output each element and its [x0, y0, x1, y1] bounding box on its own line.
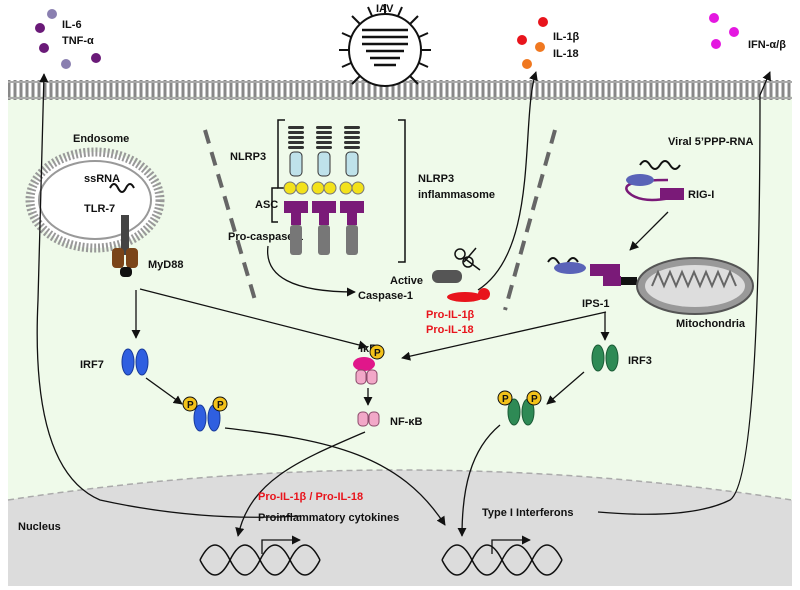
tlr7-label: TLR-7 — [84, 203, 115, 215]
il1b-label: IL-1β — [553, 31, 580, 43]
irf7-phospho-icon — [182, 396, 228, 432]
nlrp3-inflammasome-icon — [283, 126, 365, 255]
plasma-membrane — [8, 80, 792, 100]
irf3-phospho-icon — [497, 390, 542, 426]
nlrp3-label: NLRP3 — [230, 151, 266, 163]
ifn-molecules — [709, 13, 739, 49]
procaspase-label: Pro-caspase-1 — [228, 231, 303, 243]
dna-right-icon — [441, 544, 563, 576]
endosome-title: Endosome — [73, 133, 129, 145]
svg-text:P: P — [217, 400, 224, 411]
il1-il18-molecules — [517, 17, 548, 69]
il6-tnf-molecules — [35, 9, 101, 69]
ips1-complex-icon — [554, 262, 637, 286]
svg-text:P: P — [187, 400, 194, 411]
type1-ifn-label: Type I Interferons — [482, 507, 573, 519]
rig-i-label: RIG-I — [688, 189, 714, 201]
irf7-icon — [121, 348, 149, 376]
proinflammatory-label: Proinflammatory cytokines — [258, 512, 399, 524]
asc-label: ASC — [255, 199, 278, 211]
nucleus — [8, 470, 792, 586]
pro-il18-label: Pro-IL-18 — [426, 324, 474, 336]
svg-text:P: P — [502, 394, 509, 405]
pro-cytokines-label: Pro-IL-1β / Pro-IL-18 — [258, 491, 363, 503]
scissors-icon — [454, 247, 481, 271]
svg-text:P: P — [531, 394, 538, 405]
irf3-icon — [591, 344, 619, 372]
virus-label: IAV — [376, 3, 394, 15]
dna-left-icon — [199, 544, 321, 576]
ips1-label: IPS-1 — [582, 298, 610, 310]
viral-rna-label: Viral 5’PPP-RNA — [668, 136, 753, 148]
endosome-icon — [25, 147, 165, 253]
svg-text:P: P — [374, 348, 381, 359]
mitochondria-icon — [636, 257, 754, 315]
active-caspase-label-2: Caspase-1 — [358, 290, 413, 302]
tnf-label: TNF-α — [62, 35, 94, 47]
irf7-label: IRF7 — [80, 359, 104, 371]
pro-il1b-label: Pro-IL-1β — [426, 309, 475, 321]
nfkb-label: NF-κB — [390, 416, 422, 428]
il6-label: IL-6 — [62, 19, 82, 31]
pro-il1-substrate-icon — [447, 288, 490, 302]
inflammasome-label-1: NLRP3 — [418, 173, 454, 185]
inflammasome-label-2: inflammasome — [418, 189, 495, 201]
ssrna-label: ssRNA — [84, 173, 120, 185]
active-caspase-label-1: Active — [390, 275, 423, 287]
virus-icon — [339, 4, 431, 87]
mitochondria-label: Mitochondria — [676, 318, 746, 330]
ikb-complex-icon — [353, 344, 385, 385]
il18-label: IL-18 — [553, 48, 579, 60]
irf3-label: IRF3 — [628, 355, 652, 367]
myd88-icon — [112, 248, 138, 277]
active-caspase-icon — [432, 270, 462, 283]
nfkb-icon — [357, 411, 380, 427]
nucleus-label: Nucleus — [18, 521, 61, 533]
tlr7-receptor — [121, 215, 129, 255]
rig-i-icon — [625, 174, 684, 202]
myd88-label: MyD88 — [148, 259, 183, 271]
ifn-label: IFN-α/β — [748, 39, 786, 51]
